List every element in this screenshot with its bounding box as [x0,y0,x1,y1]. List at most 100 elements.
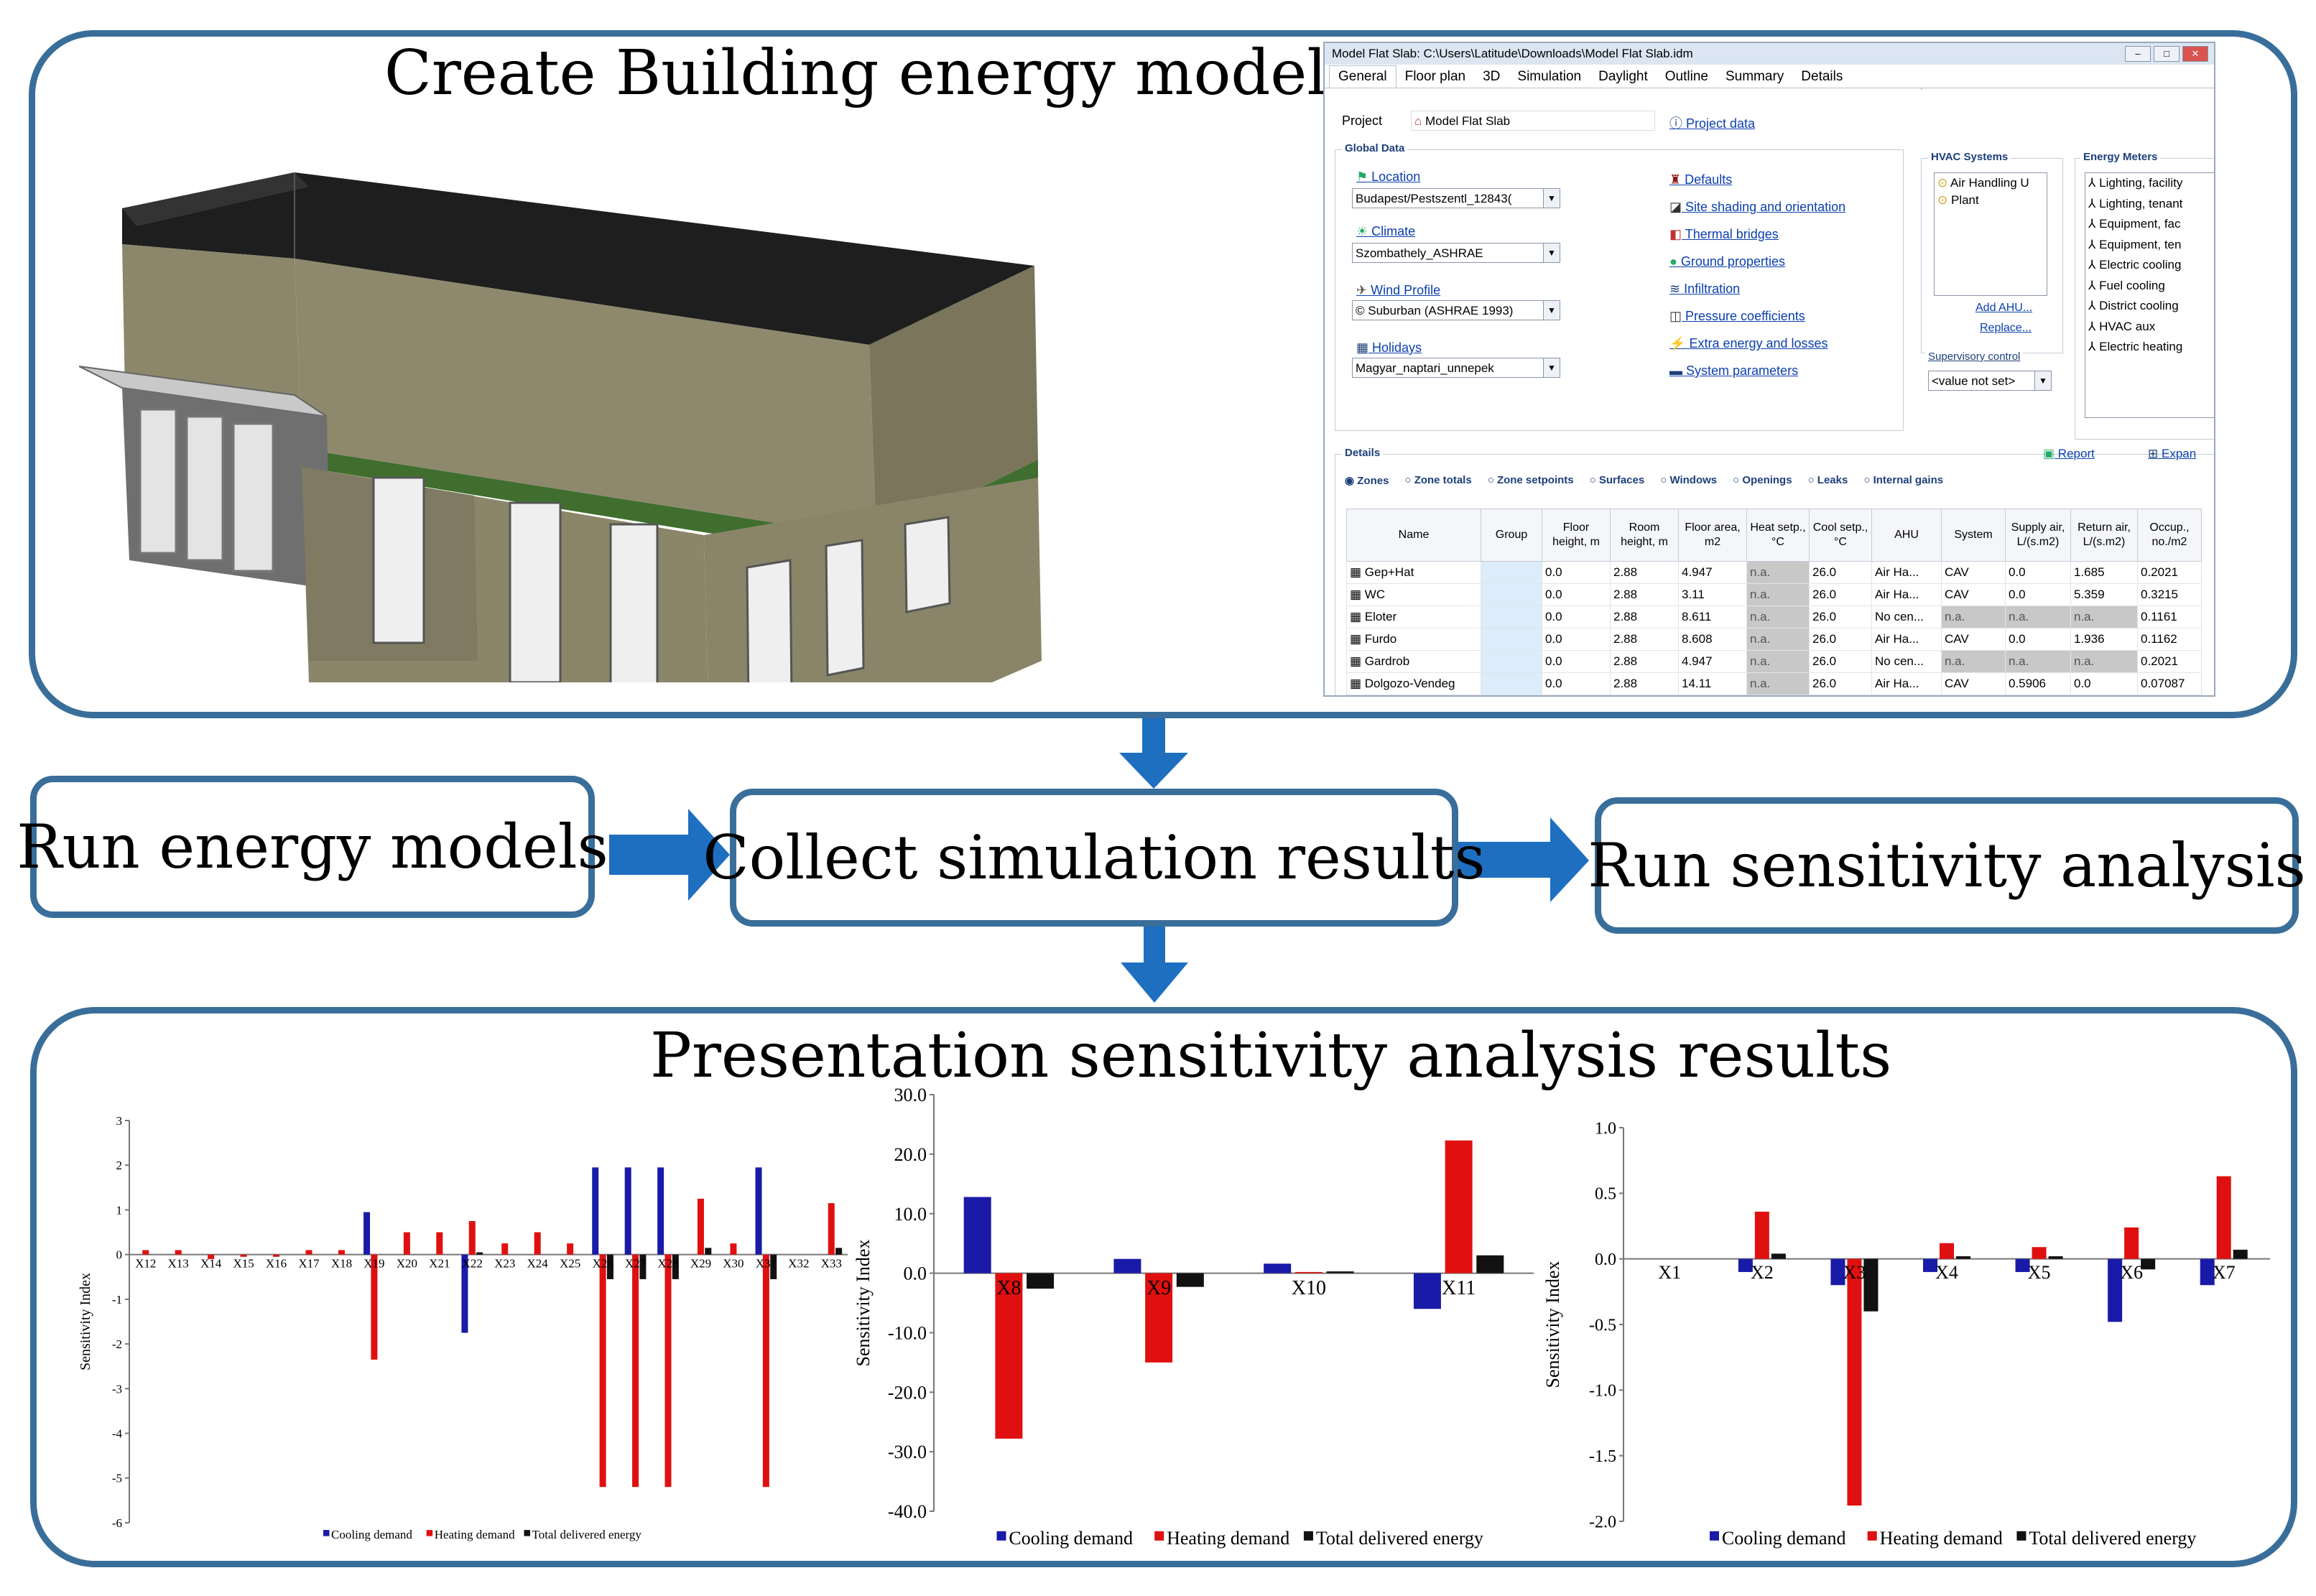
supervisory-select[interactable]: <value not set>▼ [1928,371,2052,391]
column-header[interactable]: Supply air, L/(s.m2) [2005,509,2071,562]
bar [468,1221,476,1255]
arrow-right-2 [1451,817,1589,902]
tab-summary[interactable]: Summary [1725,69,1784,84]
bar [476,1252,483,1255]
table-cell: 5.359 [2070,583,2138,606]
energy-meters-list[interactable]: ⅄ Lighting, facility ⅄ Lighting, tenant … [2085,172,2214,418]
column-header[interactable]: Group [1481,509,1542,562]
column-header[interactable]: System [1941,509,2006,562]
holidays-select[interactable]: Magyar_naptari_unnepek▼ [1352,358,1560,378]
create-models-heading: Create Building energy models [384,37,1358,109]
legend-label: Total delivered energy [2029,1528,2196,1549]
meter-item[interactable]: ⅄ Equipment, ten [2088,237,2182,251]
climate-select[interactable]: Szombathely_ASHRAE▼ [1352,243,1560,263]
table-cell: 2.88 [1610,628,1679,651]
column-header[interactable]: Heat setp.,°C [1746,509,1810,562]
thermal-bridges-link[interactable]: ◧ Thermal bridges [1669,227,1779,241]
column-header[interactable]: Floor height, m [1542,509,1611,562]
tab-3d[interactable]: 3D [1483,69,1501,84]
replace-link[interactable]: Replace... [1980,322,2032,334]
column-header[interactable]: Occup., no./m2 [2137,509,2202,562]
column-header[interactable]: AHU [1871,509,1942,562]
meter-item[interactable]: ⅄ Lighting, facility [2088,176,2183,190]
radio-openings[interactable]: ○ Openings [1733,474,1792,486]
climate-link[interactable]: ☀ Climate [1356,224,1416,238]
meter-item[interactable]: ⅄ Equipment, fac [2088,217,2181,231]
expand-link[interactable]: ⊞ Expan [2148,447,2197,460]
maximize-button[interactable]: □ [2154,46,2180,62]
infiltration-link[interactable]: ≋ Infiltration [1669,282,1741,296]
column-header[interactable]: Return air, L/(s.m2) [2070,509,2138,562]
tab-details[interactable]: Details [1801,69,1843,84]
meter-item[interactable]: ⅄ Electric cooling [2088,258,2182,272]
meter-item[interactable]: ⅄ Lighting, tenant [2088,196,2183,210]
minimize-button[interactable]: – [2125,46,2151,62]
meter-item[interactable]: ⅄ District cooling [2088,299,2179,312]
bar [567,1243,574,1255]
column-header[interactable]: Floor area, m2 [1678,509,1747,562]
hvac-title: HVAC Systems [1928,151,2011,163]
radio-windows[interactable]: ○ Windows [1660,474,1718,486]
category-label: X6 [2120,1262,2143,1283]
pressure-coefficients-link[interactable]: ◫ Pressure coefficients [1669,309,1805,323]
category-label: X13 [168,1257,189,1271]
arrow-down-1 [1119,718,1188,789]
tab-general[interactable]: General [1329,65,1396,88]
wind-profile-select[interactable]: © Suburban (ASHRAE 1993)▼ [1352,300,1560,320]
tab-outline[interactable]: Outline [1664,69,1708,84]
add-ahu-link[interactable]: Add AHU... [1975,302,2033,314]
radio-zones[interactable]: ◉ Zones [1345,475,1389,487]
table-cell: 0.07087 [2137,672,2202,695]
defaults-link[interactable]: ♜ Defaults [1669,172,1733,187]
table-cell: 0.0 [1542,606,1611,628]
extra-energy-link[interactable]: ⚡ Extra energy and losses [1669,336,1828,351]
holidays-link[interactable]: ▦ Holidays [1356,340,1422,355]
column-header[interactable]: Cool setp.,°C [1809,509,1872,562]
project-data-link[interactable]: ⓘ Project data [1669,116,1756,131]
wind-profile-link[interactable]: ✈ Wind Profile [1356,283,1441,297]
close-button[interactable]: ✕ [2182,46,2208,62]
ground-properties-link[interactable]: ● Ground properties [1669,254,1785,269]
presentation-heading: Presentation sensitivity analysis result… [650,1020,1892,1092]
tab-simulation[interactable]: Simulation [1517,69,1582,84]
location-link[interactable]: ⚑ Location [1356,170,1421,184]
run-sa-box: Run sensitivity analysis [1588,797,2306,934]
column-header[interactable]: Name [1346,509,1481,562]
tab-floor-plan[interactable]: Floor plan [1404,69,1466,84]
system-parameters-link[interactable]: ▬ System parameters [1669,363,1799,378]
radio-leaks[interactable]: ○ Leaks [1807,474,1848,486]
report-link[interactable]: ▣ Report [2043,447,2095,460]
bar [592,1167,599,1255]
supervisory-control-link[interactable]: Supervisory control [1925,351,2024,363]
roof [122,172,1034,345]
y-tick-label: -1.5 [1589,1447,1616,1466]
radio-zone-setpoints[interactable]: ○ Zone setpoints [1487,474,1574,486]
radio-surfaces[interactable]: ○ Surfaces [1589,474,1645,486]
table-cell: n.a. [1746,672,1810,695]
y-tick-label: -0.5 [1589,1316,1616,1335]
bar [1754,1211,1769,1259]
meter-item[interactable]: ⅄ Electric heating [2088,340,2183,353]
table-cell: 0.2021 [2137,561,2202,584]
meter-item[interactable]: ⅄ HVAC aux [2088,319,2156,333]
radio-internal-gains[interactable]: ○ Internal gains [1863,474,1944,486]
hvac-item-ahu[interactable]: ⊙ Air Handling U [1937,176,2029,190]
meter-item[interactable]: ⅄ Fuel cooling [2088,278,2165,292]
bar [2141,1258,2156,1270]
bar [363,1212,371,1255]
site-shading-link[interactable]: ◪ Site shading and orientation [1669,200,1846,214]
location-select[interactable]: Budapest/Pestszentl_12843(▼ [1352,188,1560,208]
radio-zone-totals[interactable]: ○ Zone totals [1404,474,1472,486]
tab-daylight[interactable]: Daylight [1598,69,1648,84]
project-field[interactable]: ⌂ Model Flat Slab [1411,111,1655,131]
hvac-list[interactable]: ⊙ Air Handling U ⊙ Plant [1934,172,2047,296]
hvac-item-plant[interactable]: ⊙ Plant [1937,193,1979,207]
bar [1294,1271,1323,1273]
